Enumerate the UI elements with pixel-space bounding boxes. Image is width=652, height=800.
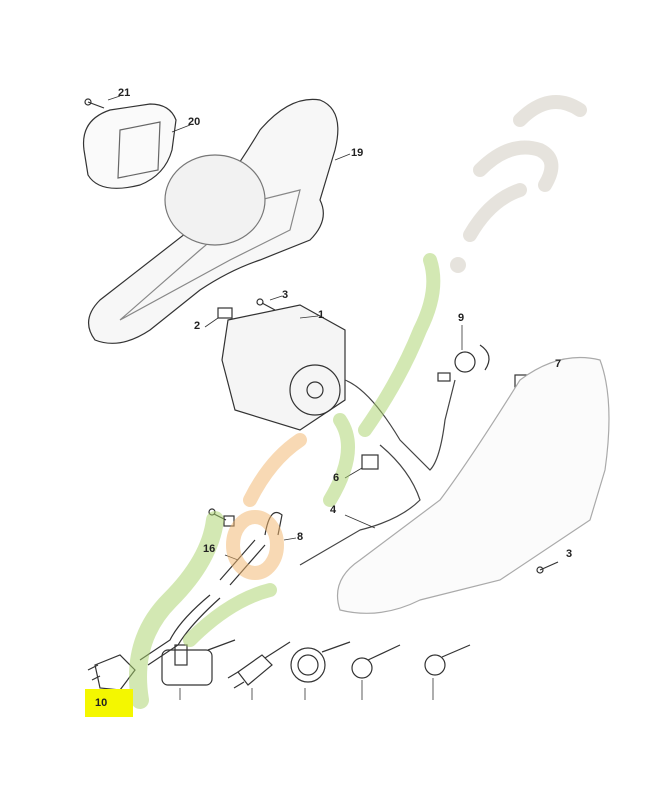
screw-3 bbox=[256, 295, 283, 311]
callout-7: 7 bbox=[555, 358, 562, 370]
highlighted-part-10[interactable]: 10 bbox=[85, 689, 133, 717]
callout-4: 4 bbox=[330, 504, 337, 516]
cover-cap-20 bbox=[82, 103, 177, 189]
plug-round bbox=[290, 641, 351, 700]
plug-euro bbox=[227, 641, 291, 700]
plug-uk bbox=[161, 639, 236, 700]
screw-21 bbox=[84, 95, 121, 109]
screw-3b bbox=[536, 561, 559, 574]
callout-3b: 3 bbox=[566, 548, 573, 560]
callout-19: 19 bbox=[351, 147, 364, 159]
callout-21: 21 bbox=[118, 87, 131, 99]
callout-6: 6 bbox=[333, 472, 340, 484]
wiring-harness-4 bbox=[299, 379, 456, 566]
callout-9: 9 bbox=[458, 312, 465, 324]
plug-au-2 bbox=[424, 644, 471, 700]
switch-9 bbox=[437, 325, 490, 382]
housing-half-right bbox=[336, 356, 610, 614]
callout-20: 20 bbox=[188, 116, 201, 128]
callout-1: 1 bbox=[318, 309, 325, 321]
callout-10: 10 bbox=[95, 697, 108, 709]
callout-3: 3 bbox=[282, 289, 289, 301]
clip-2 bbox=[204, 307, 233, 328]
callout-8: 8 bbox=[297, 531, 304, 543]
motor-1 bbox=[221, 304, 346, 431]
callout-16: 16 bbox=[203, 543, 216, 555]
plug-au bbox=[351, 644, 401, 700]
callout-2: 2 bbox=[194, 320, 201, 332]
